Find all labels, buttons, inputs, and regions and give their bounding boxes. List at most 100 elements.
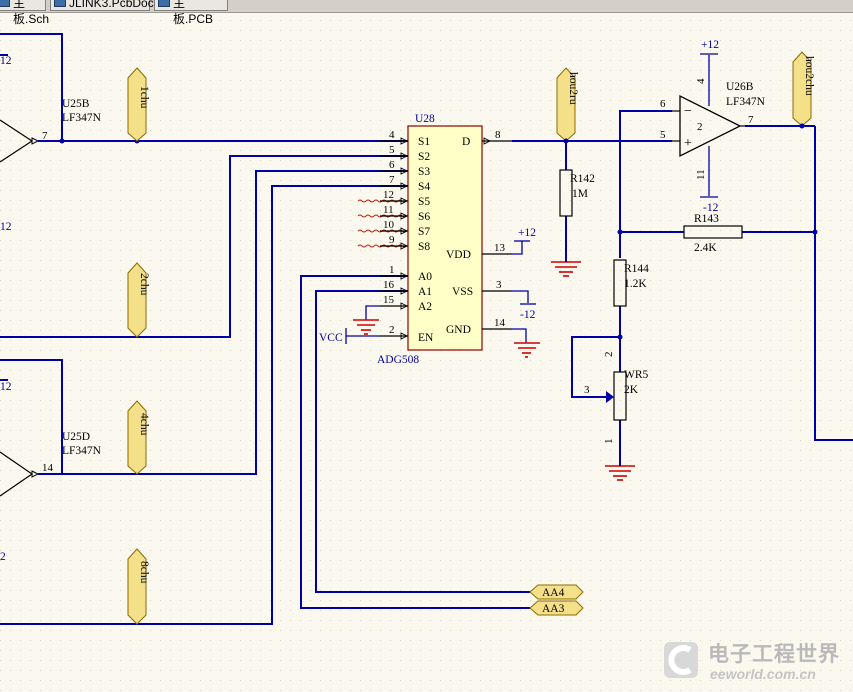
net-port-aa3[interactable]: AA3 (529, 600, 584, 616)
svg-text:1: 1 (389, 264, 395, 276)
tab-main-pcb[interactable]: 主板.PCB (154, 0, 228, 26)
net-port-aa4[interactable]: AA4 (529, 584, 584, 600)
svg-text:A2: A2 (418, 301, 432, 313)
watermark-cn-text: 电子工程世界 (708, 642, 840, 666)
u25b-supply-top-label: 12 (0, 55, 12, 67)
opamp-u25d[interactable]: 12 2 U25D LF347N 14 (0, 359, 102, 563)
svg-text:1: 1 (603, 439, 615, 445)
svg-text:2: 2 (603, 352, 615, 358)
svg-text:2K: 2K (624, 384, 639, 396)
resistor-r142[interactable]: R142 1M (551, 169, 595, 277)
u25d-supply-top-label: 12 (0, 381, 12, 393)
svg-text:A1: A1 (418, 286, 432, 298)
svg-text:4chu: 4chu (138, 413, 150, 436)
svg-text:10: 10 (383, 219, 395, 231)
svg-text:+: + (684, 136, 692, 151)
svg-text:VSS: VSS (452, 286, 473, 298)
svg-text:R143: R143 (694, 213, 719, 225)
svg-text:6: 6 (660, 98, 666, 110)
svg-text:EN: EN (418, 332, 434, 344)
u25b-pin-out: 7 (42, 130, 48, 142)
svg-text:7: 7 (389, 174, 395, 186)
svg-text:S6: S6 (418, 211, 430, 223)
u28-power-connections: +12 -12 VCC (319, 227, 540, 358)
net-port-8chu[interactable]: 8chu (127, 548, 150, 625)
u25b-ref: U25B (62, 98, 90, 110)
eeworld-logo-icon (664, 642, 698, 678)
svg-text:R142: R142 (570, 173, 595, 185)
svg-text:11: 11 (383, 204, 394, 216)
svg-text:WR5: WR5 (624, 369, 649, 381)
net-port-hou2chu[interactable]: hou2chu (792, 51, 815, 127)
svg-text:5: 5 (389, 144, 395, 156)
tab-jlink3-pcbdoc[interactable]: JLINK3.PcbDoc (50, 0, 154, 11)
svg-text:S4: S4 (418, 181, 430, 193)
svg-text:−: − (684, 104, 692, 119)
opamp-u25b[interactable]: 12 12 U25B LF347N 7 (0, 33, 102, 233)
vcc-label: VCC (319, 332, 343, 344)
svg-text:11: 11 (695, 169, 707, 180)
svg-text:4: 4 (389, 129, 395, 141)
watermark-en-text: eeworld.com.cn (710, 666, 816, 682)
svg-text:A0: A0 (418, 271, 432, 283)
svg-text:VDD: VDD (446, 249, 471, 261)
svg-text:AA4: AA4 (542, 587, 565, 599)
svg-text:1.2K: 1.2K (624, 278, 647, 290)
u28-ref: U28 (415, 113, 435, 125)
svg-text:1chu: 1chu (138, 86, 150, 109)
u28-plus12-label: +12 (518, 227, 536, 239)
svg-text:13: 13 (494, 242, 506, 254)
schematic-canvas[interactable]: 12 12 U25B LF347N 7 12 2 U25D LF347N 14 (0, 12, 853, 692)
svg-text:S5: S5 (418, 196, 430, 208)
svg-text:7: 7 (748, 114, 754, 126)
svg-text:2: 2 (697, 121, 703, 133)
potentiometer-wr5[interactable]: WR5 2K 2 3 1 (584, 352, 649, 481)
u26-plus12-label: +12 (701, 39, 719, 51)
svg-text:1M: 1M (572, 188, 588, 200)
tab-main-sch[interactable]: 主板.Sch (0, 0, 49, 26)
svg-text:S1: S1 (418, 136, 430, 148)
svg-text:U26B: U26B (726, 81, 754, 93)
svg-text:LF347N: LF347N (726, 96, 766, 108)
net-port-1chu[interactable]: 1chu (127, 67, 150, 142)
svg-text:3: 3 (496, 279, 502, 291)
ic-u28-adg508[interactable]: U28 ADG508 4 5 6 7 12 11 10 9 1 16 15 2 … (377, 113, 512, 366)
eeworld-watermark: 电子工程世界 eeworld.com.cn (660, 636, 850, 690)
u26-minus12-label: -12 (703, 202, 719, 214)
u25b-value: LF347N (62, 112, 102, 124)
svg-text:hou2chu: hou2chu (803, 56, 815, 96)
u28-value: ADG508 (377, 354, 419, 366)
u25d-value: LF347N (62, 445, 102, 457)
svg-text:hou2ru: hou2ru (567, 72, 579, 105)
net-port-4chu[interactable]: 4chu (127, 400, 150, 475)
svg-text:R144: R144 (624, 263, 649, 275)
u25d-pin-out: 14 (42, 462, 54, 474)
svg-text:S7: S7 (418, 226, 430, 238)
svg-text:16: 16 (383, 279, 395, 291)
resistor-r144[interactable]: R144 1.2K (613, 259, 649, 307)
u25d-ref: U25D (62, 431, 90, 443)
opamp-u26b[interactable]: − + 6 5 7 2 4 11 U26B LF347N +12 -12 (660, 39, 766, 214)
svg-text:2: 2 (389, 324, 395, 336)
u25b-supply-bottom-label: 12 (0, 221, 12, 233)
svg-text:8: 8 (495, 129, 501, 141)
wires-left (0, 138, 530, 625)
svg-text:S8: S8 (418, 241, 430, 253)
svg-text:8chu: 8chu (138, 561, 150, 584)
u28-minus12-label: -12 (520, 309, 536, 321)
svg-text:6: 6 (389, 159, 395, 171)
svg-text:4: 4 (695, 78, 707, 84)
svg-text:5: 5 (660, 129, 666, 141)
resistor-r143[interactable]: R143 2.4K (683, 213, 743, 254)
wires-right (512, 110, 853, 462)
net-port-2chu[interactable]: 2chu (127, 262, 150, 338)
svg-text:2.4K: 2.4K (694, 242, 717, 254)
schematic-doc-icon (0, 0, 10, 7)
svg-text:S2: S2 (418, 151, 430, 163)
svg-text:14: 14 (494, 317, 506, 329)
svg-text:15: 15 (383, 294, 395, 306)
svg-text:AA3: AA3 (542, 603, 565, 615)
svg-text:S3: S3 (418, 166, 430, 178)
svg-text:3: 3 (584, 384, 590, 396)
pcb-doc-icon (158, 0, 170, 7)
